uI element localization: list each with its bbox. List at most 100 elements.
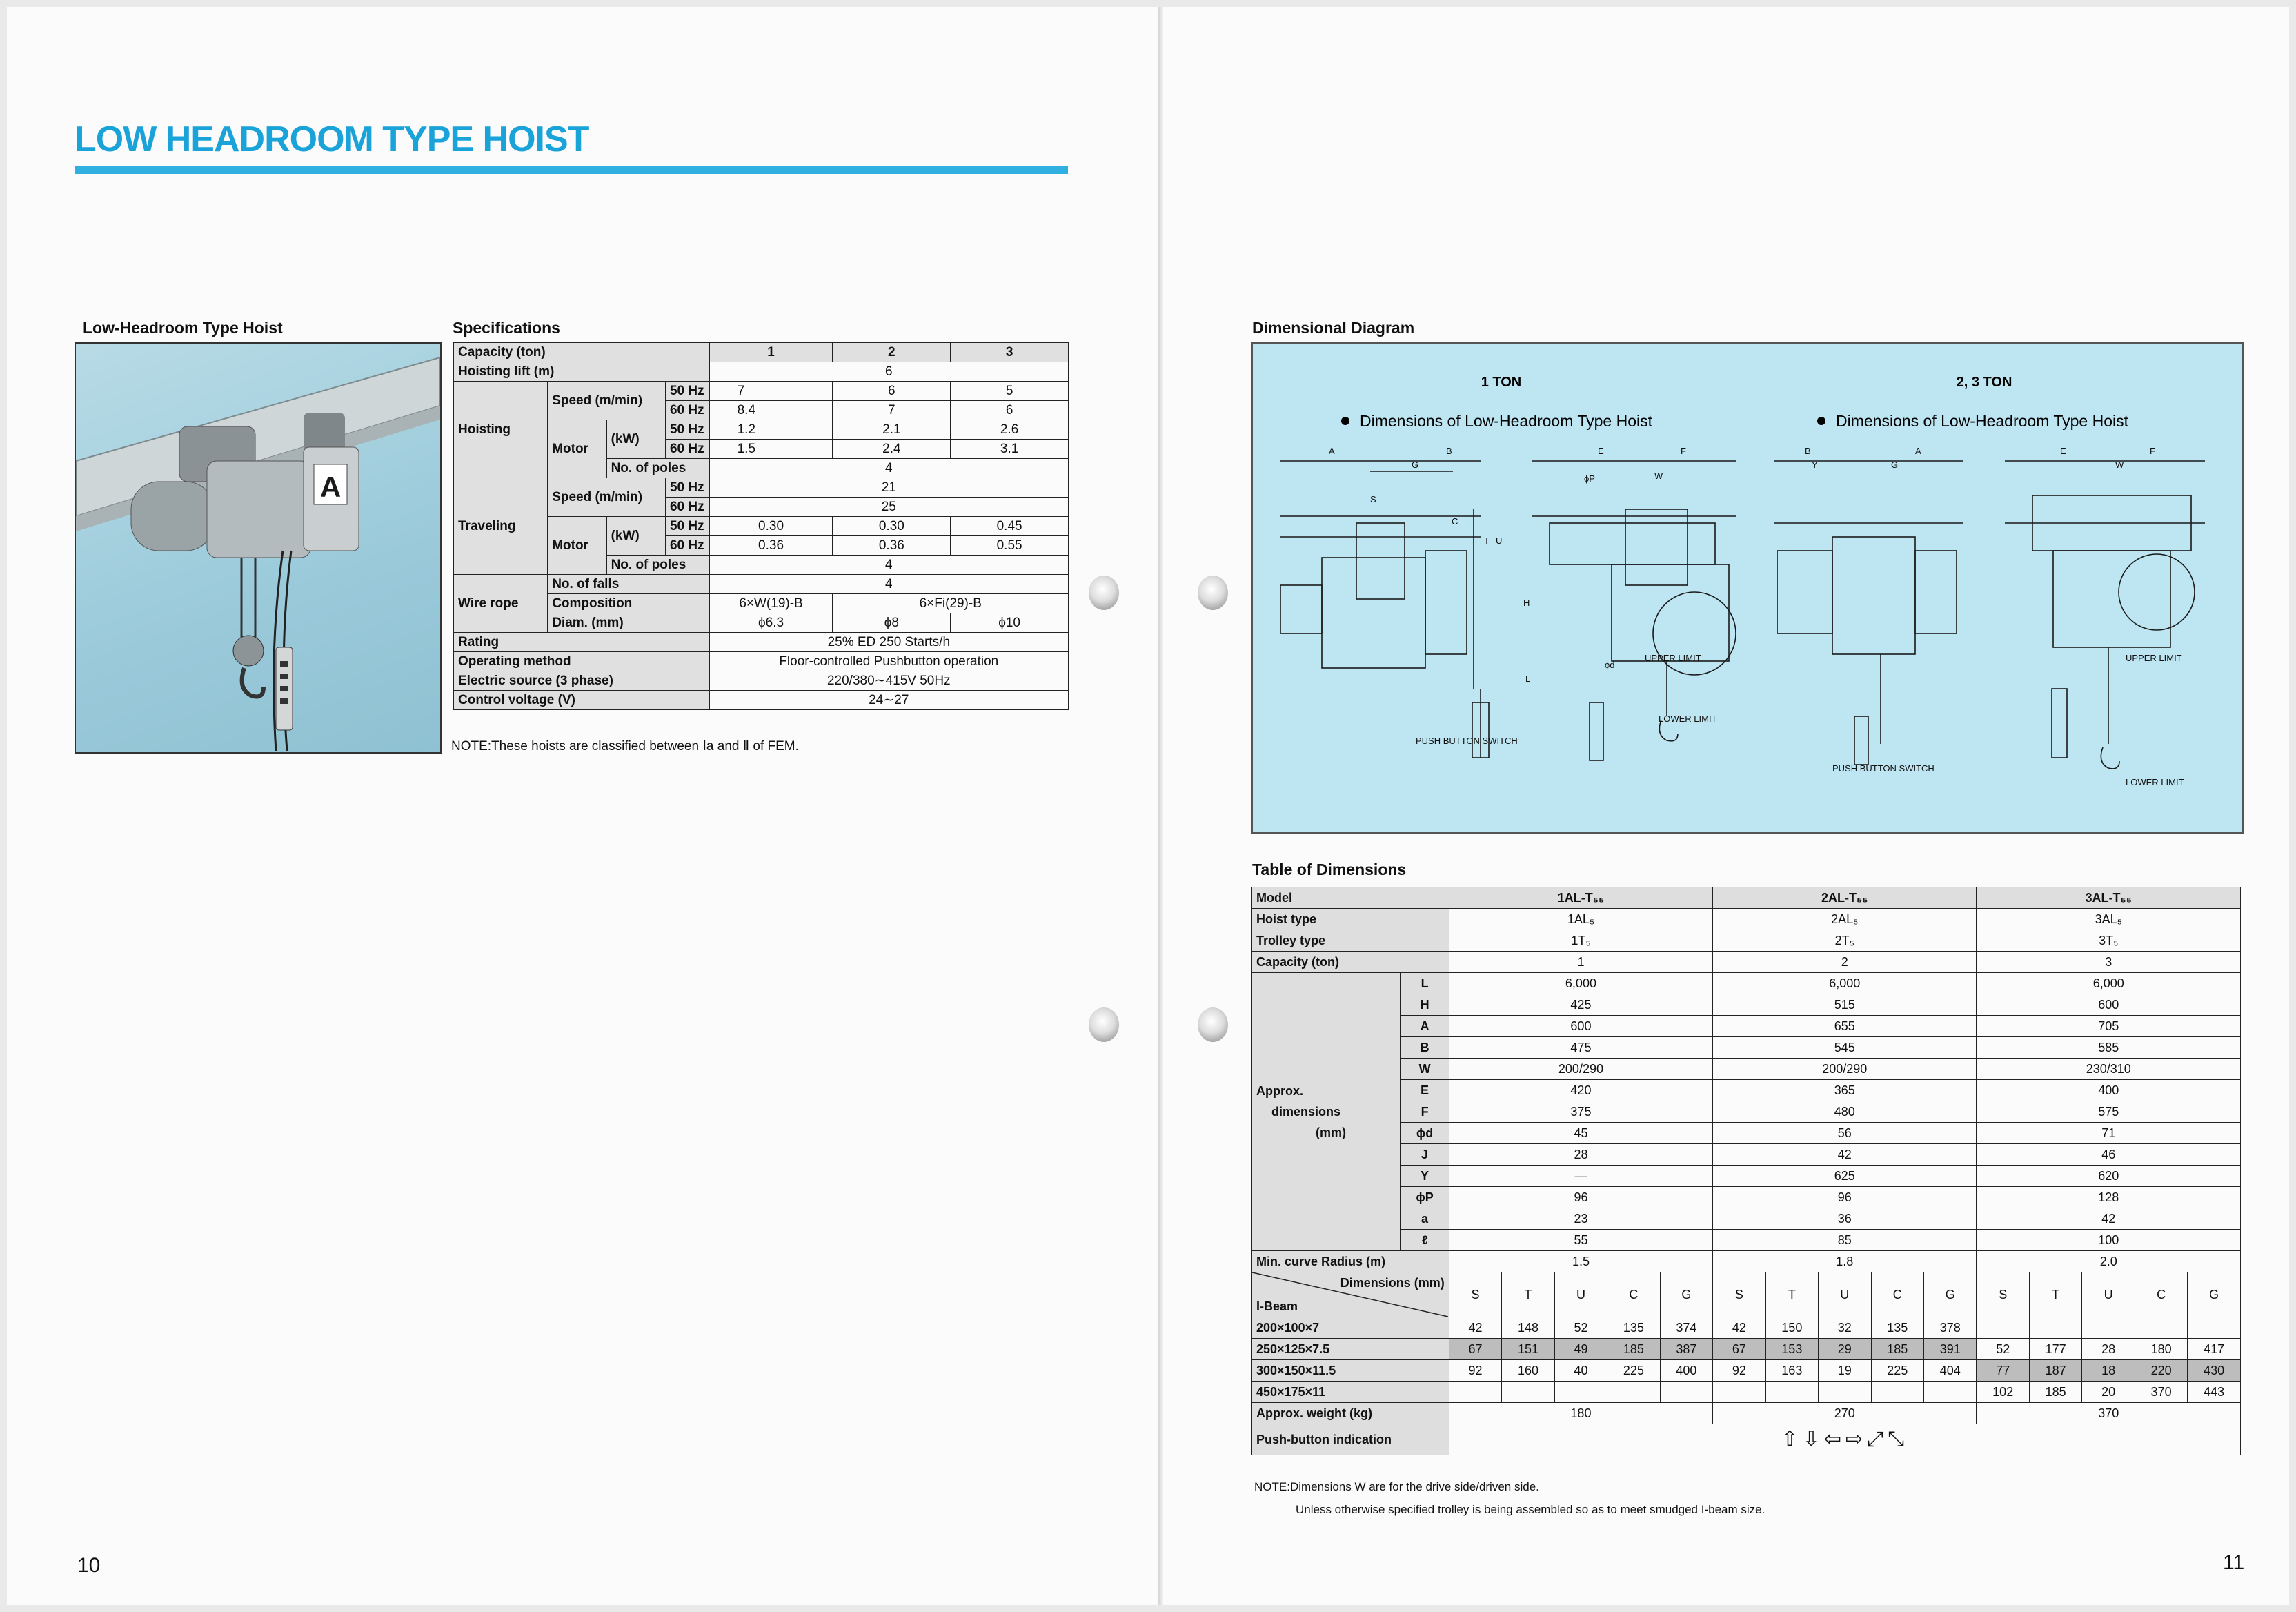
dim-label-w: W <box>1654 471 1663 481</box>
dim-label-a: A <box>1329 446 1335 456</box>
diagram-1ton-label: 1 TON <box>1481 375 1522 390</box>
dims-note-2: Unless otherwise specified trolley is be… <box>1296 1503 1765 1516</box>
upper-limit-label: UPPER LIMIT <box>1645 653 1701 663</box>
binder-hole <box>1198 576 1228 610</box>
ibeam-header-cell: Dimensions (mm) I-Beam <box>1251 1272 1449 1317</box>
table-row: Control voltage (V)24∼27 <box>453 690 1069 710</box>
dim-label-g: G <box>1412 460 1418 470</box>
dim-label-f2: F <box>2150 446 2155 456</box>
binder-hole <box>1089 1008 1119 1042</box>
table-row: Electric source (3 phase)220/380∼415V 50… <box>453 671 1069 691</box>
dim-label-b2: B <box>1805 446 1811 456</box>
dims-note-1: NOTE:Dimensions W are for the drive side… <box>1254 1480 1539 1493</box>
table-row: Hoisting lift (m)6 <box>453 362 1069 382</box>
diagram-caption-1: Dimensions of Low-Headroom Type Hoist <box>1360 412 1653 430</box>
table-row: Push-button indication⇧⇩⇦⇨⤢⤡ <box>1251 1424 2241 1455</box>
dim-label-h: H <box>1523 598 1530 608</box>
page-number-left: 10 <box>77 1554 101 1577</box>
dim-label-g2: G <box>1891 460 1898 470</box>
diagonal-divider <box>1252 1272 1448 1317</box>
diagram-23ton-label: 2, 3 TON <box>1957 375 2012 390</box>
dim-label-t: T <box>1484 535 1490 546</box>
binder-hole <box>1198 1008 1228 1042</box>
page-spine <box>1158 7 1163 1605</box>
diagram-section-heading: Dimensional Diagram <box>1252 319 1415 337</box>
binder-hole <box>1089 576 1119 610</box>
diagram-drawing: 1 TON 2, 3 TON Dimensions of Low-Headroo… <box>1280 375 2205 787</box>
dim-label-d: ϕd <box>1605 660 1615 670</box>
dim-label-l: L <box>1525 674 1530 684</box>
dim-label-w2: W <box>2115 460 2124 470</box>
push-button-symbols: ⇧⇩⇦⇨⤢⤡ <box>1448 1424 2241 1455</box>
dim-label-a2: A <box>1915 446 1921 456</box>
page-title: LOW HEADROOM TYPE HOIST <box>75 119 589 159</box>
upper-limit-label-2: UPPER LIMIT <box>2126 653 2182 663</box>
dim-label-u: U <box>1496 535 1502 546</box>
table-section-heading: Table of Dimensions <box>1252 861 1407 878</box>
diagram-caption-2: Dimensions of Low-Headroom Type Hoist <box>1836 412 2129 430</box>
lower-limit-label: LOWER LIMIT <box>1659 714 1717 724</box>
dim-label-e2: E <box>2060 446 2066 456</box>
dim-label-e: E <box>1598 446 1604 456</box>
hoist-photo: A <box>75 342 442 754</box>
page-number-right: 11 <box>2223 1551 2245 1574</box>
lower-limit-label-2: LOWER LIMIT <box>2126 777 2184 787</box>
spec-note: NOTE:These hoists are classified between… <box>451 739 799 754</box>
hoist-illustration: A <box>76 356 440 751</box>
push-button-label: PUSH BUTTON SWITCH <box>1416 736 1518 746</box>
photo-section-heading: Low-Headroom Type Hoist <box>83 319 283 337</box>
dim-label-s: S <box>1370 494 1376 504</box>
dim-label-b: B <box>1446 446 1452 456</box>
dim-label-y: Y <box>1812 460 1818 470</box>
dimensional-diagram: 1 TON 2, 3 TON Dimensions of Low-Headroo… <box>1251 342 2244 834</box>
push-button-label-2: PUSH BUTTON SWITCH <box>1832 763 1934 774</box>
left-page <box>7 7 1158 1605</box>
title-rule <box>75 166 1068 174</box>
dim-label-p: ϕP <box>1584 473 1595 484</box>
dim-label-f: F <box>1681 446 1686 456</box>
spec-section-heading: Specifications <box>453 319 560 337</box>
photo-badge: A <box>320 471 341 503</box>
dim-label-c: C <box>1452 516 1458 527</box>
